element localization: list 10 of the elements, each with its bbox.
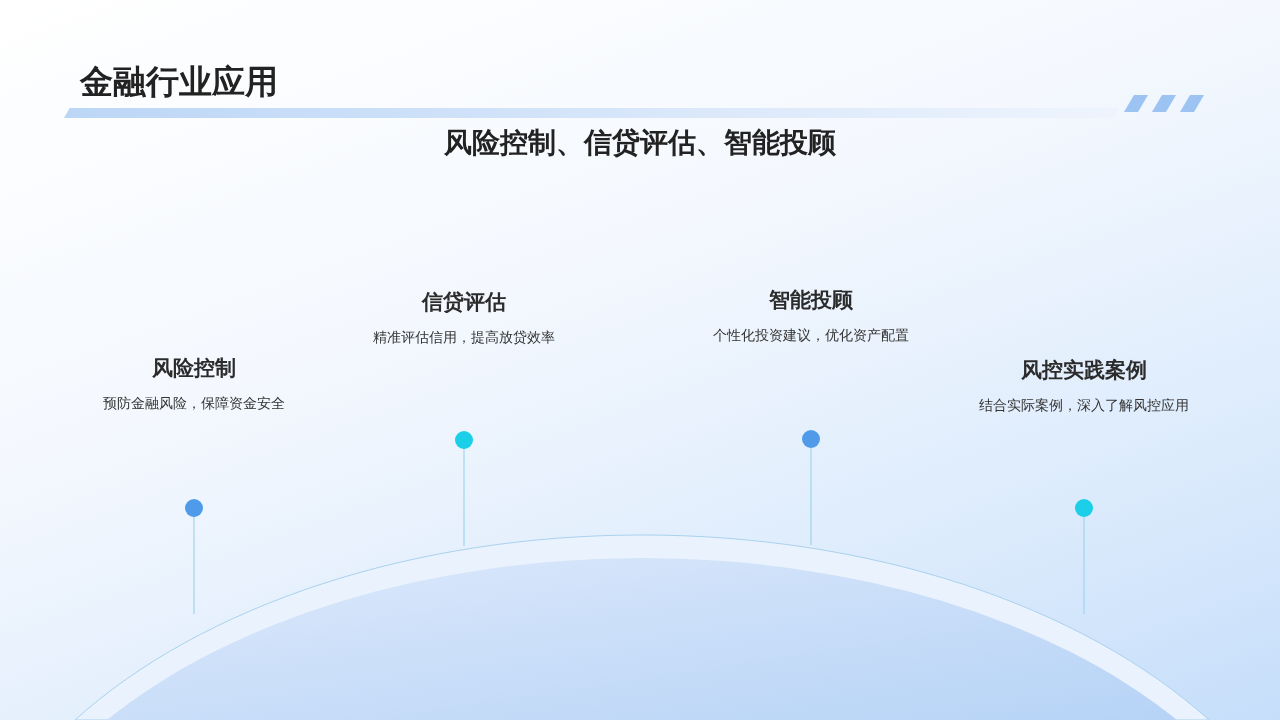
slide-title: 金融行业应用 (80, 61, 278, 103)
item-description: 精准评估信用，提高放贷效率 (372, 328, 556, 347)
item-description: 预防金融风险，保障资金安全 (102, 394, 286, 413)
item-heading: 风控实践案例 (1021, 357, 1147, 384)
item-description: 个性化投资建议，优化资产配置 (712, 326, 910, 345)
subtitle: 风险控制、信贷评估、智能投顾 (443, 125, 837, 161)
item-heading: 信贷评估 (422, 289, 506, 316)
item-description: 结合实际案例，深入了解风控应用 (978, 396, 1190, 415)
item-heading: 风险控制 (152, 355, 236, 382)
item-heading: 智能投顾 (769, 287, 853, 314)
